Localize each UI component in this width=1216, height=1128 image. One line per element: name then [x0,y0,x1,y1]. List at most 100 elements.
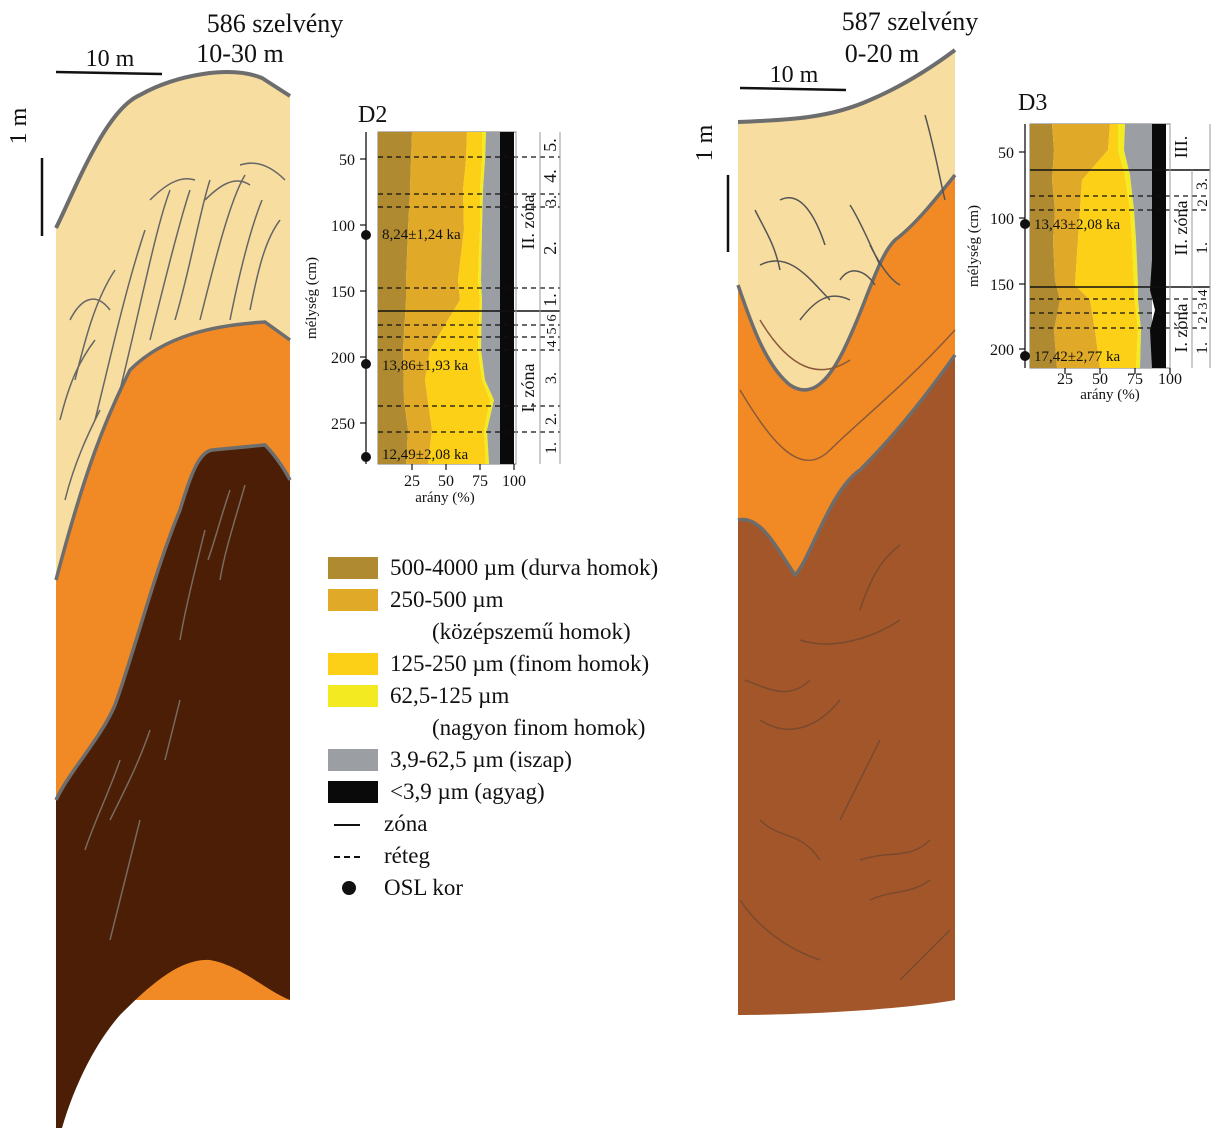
horizontal-scale-label: 10 m [86,46,135,72]
legend-swatch [328,653,378,675]
d2-band-clay [500,132,514,464]
d2-y-tick-label: 100 [331,218,355,235]
d2-zone-label: I. zóna [518,364,538,413]
d2-title: D2 [358,102,387,128]
osl-label: 8,24±1,24 ka [382,227,461,243]
d3-zone-label: I. zóna [1171,304,1191,353]
d3-chart: D3 III. II. zóna I. zóna 3. 2 1. 4 3 2 [966,90,1211,403]
legend-swatch [328,557,378,579]
d2-x-tick-label: 75 [472,473,488,490]
orange-layer [738,175,955,575]
brown-structure-lines [84,484,246,941]
profile-range: 10-30 m [196,39,283,68]
d3-x-axis-label: arány (%) [1080,387,1140,403]
d2-band-medium [403,132,467,464]
brown-structure-lines [739,544,951,981]
legend-label: 250-500 µm [390,587,504,612]
d3-y-axis-label: mélység (cm) [966,205,982,287]
d2-layer-label: 2. [543,413,560,425]
legend-label-sub: (középszemű homok) [432,619,631,644]
legend-label: 62,5-125 µm [390,683,510,708]
legend: 500-4000 µm (durva homok) 250-500 µm (kö… [328,552,748,904]
dark-brown-layer [56,445,290,1128]
d3-x-ticks [1064,368,1171,374]
d3-layer-label: 2 [1195,199,1211,207]
legend-item-osl: OSL kor [328,872,748,904]
d3-layer-label: 2 [1196,317,1211,324]
d3-zone-table [1169,124,1211,368]
d2-y-tick-label: 200 [331,350,355,367]
orange-structure-lines [739,319,956,462]
profile-title: 586 szelvény [207,9,343,38]
d3-zone-label: II. zóna [1171,201,1191,256]
legend-item-clay: <3,9 µm (agyag) [328,776,748,808]
legend-item-layer: réteg [328,840,748,872]
d2-layer-label: 1. [543,442,560,454]
d3-layer-label: 1. [1194,342,1211,354]
sand-orange-boundary [736,173,957,392]
d3-layer-label: 3 [1196,303,1211,310]
d3-layer-label: 3. [1194,178,1211,190]
vertical-scale-label: 1 m [692,124,718,161]
legend-label: 500-4000 µm (durva homok) [390,555,659,580]
orange-brown-boundary [54,443,292,801]
d2-layer-label: 5 [545,328,560,335]
d2-x-tick-label: 50 [438,473,454,490]
d2-layer-lines [378,156,560,433]
d3-band-medium [1052,124,1110,368]
d2-layer-label: 3. [543,195,560,207]
d3-x-tick-label: 75 [1127,371,1143,388]
sand-layer [738,50,955,390]
vertical-scale-label: 1 m [6,107,32,144]
d3-x-tick-label: 100 [1158,371,1182,388]
d3-layer-lines [1030,195,1210,329]
osl-dot-icon [342,881,356,895]
legend-item-silt: 3,9-62,5 µm (iszap) [328,744,748,776]
d3-y-tick-label: 100 [990,211,1014,228]
osl-label: 13,86±1,93 ka [382,358,468,374]
d3-band-veryfine [1118,124,1141,368]
d3-x-tick-label: 25 [1057,371,1073,388]
d2-band-coarse [378,132,412,464]
d3-y-tick-label: 50 [998,145,1014,162]
profile-586: 10 m 1 m 586 szelvény 10-30 m [6,9,343,1128]
legend-label: 125-250 µm (finom homok) [390,651,650,676]
d2-layer-label: 4. [540,169,560,183]
orange-brown-boundary [737,353,957,578]
d3-y-ticks [1019,151,1025,350]
horizontal-scale-label: 10 m [770,62,819,88]
d3-band-clay [1150,124,1166,368]
profile-title: 587 szelvény [842,7,978,36]
d3-layer-label: 4 [1196,290,1211,297]
zone-line-icon [334,824,360,826]
d2-x-axis-label: arány (%) [415,490,475,506]
legend-item-zone: zóna [328,808,748,840]
d3-band-fine [1075,124,1138,368]
d2-y-axis-label: mélység (cm) [304,257,320,339]
d2-chart: D2 II. zóna I. zóna 5. 4. [304,102,561,506]
d2-layer-label: 6 [545,315,560,322]
horizontal-scale-bar [739,86,847,92]
d2-zone-label: II. zóna [518,195,538,250]
d2-y-ticks [360,158,366,424]
d3-y-tick-label: 150 [990,277,1014,294]
d2-y-tick-label: 250 [331,416,355,433]
legend-item-medium-sand-sub: (középszemű homok) [328,616,748,648]
d3-zone-label: III. [1171,136,1191,158]
d2-x-tick-label: 100 [502,473,526,490]
d2-layer-label: 2. [540,241,560,255]
d2-y-tick-label: 50 [339,152,355,169]
d2-layer-label: 1. [540,293,560,307]
d2-y-tick-label: 150 [331,284,355,301]
d2-zone-table [515,132,561,464]
legend-label-sub: (nagyon finom homok) [432,715,646,740]
legend-swatch [328,589,378,611]
legend-item-very-fine-sand: 62,5-125 µm [328,680,748,712]
d2-band-silt [481,132,500,464]
d3-layer-label: 1. [1194,242,1211,254]
osl-label: 12,49±2,08 ka [382,447,468,463]
legend-item-very-fine-sand-sub: (nagyon finom homok) [328,712,748,744]
sand-orange-boundary [54,320,292,581]
legend-label: OSL kor [384,875,464,900]
legend-label: réteg [384,843,430,868]
